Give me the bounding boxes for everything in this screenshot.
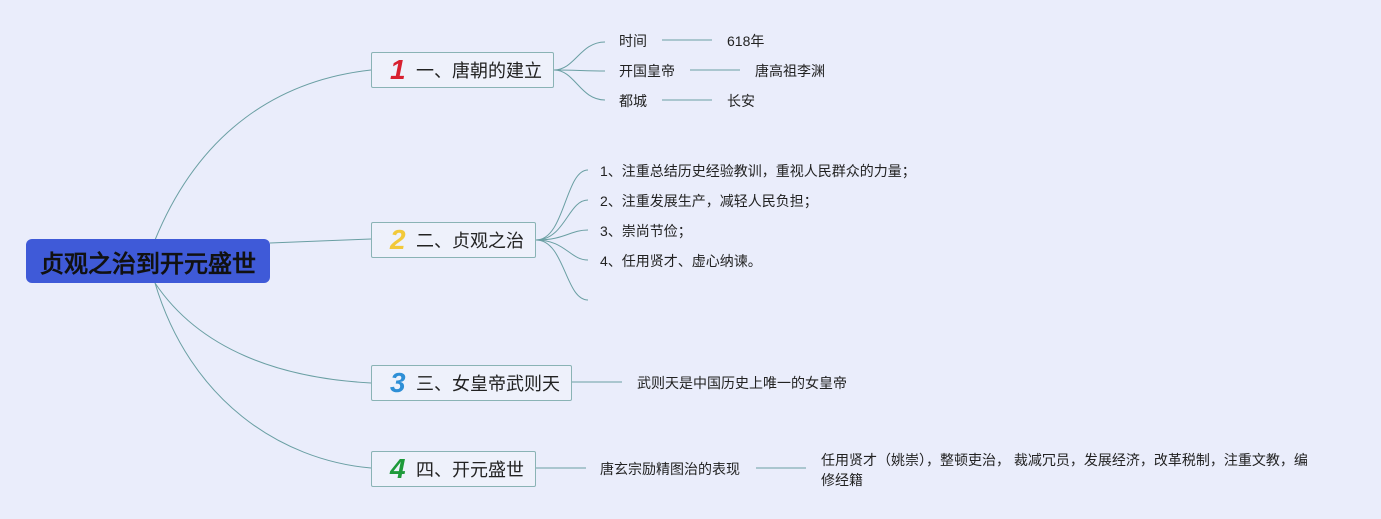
branch-1-item-1-value[interactable]: 618年 xyxy=(727,33,765,49)
link-root-branch-2 xyxy=(269,238,372,244)
root-topic[interactable]: 贞观之治到开元盛世 xyxy=(26,239,270,283)
branch-1-item-2-label[interactable]: 开国皇帝 xyxy=(619,63,675,79)
link-root-branch-4 xyxy=(154,282,372,469)
link-b2-item-2 xyxy=(535,199,589,241)
branch-4-item[interactable]: 唐玄宗励精图治的表现 xyxy=(600,461,740,477)
link-b2-item-5 xyxy=(535,239,589,301)
branch-2-item-2[interactable]: 2、注重发展生产，减轻人民负担； xyxy=(600,193,818,209)
number-3-icon: 3 xyxy=(390,367,406,398)
branch-1-topic[interactable]: 1 一、唐朝的建立 xyxy=(371,52,554,88)
root-topic-label: 贞观之治到开元盛世 xyxy=(40,250,256,278)
branch-3-item[interactable]: 武则天是中国历史上唯一的女皇帝 xyxy=(637,375,847,391)
number-1-icon: 1 xyxy=(390,54,406,85)
link-root-branch-1 xyxy=(154,69,372,241)
link-b1-item-2 xyxy=(553,69,606,72)
branch-2-topic[interactable]: 2 二、贞观之治 xyxy=(371,222,536,258)
branch-1-label: 一、唐朝的建立 xyxy=(416,61,542,81)
branch-3-label: 三、女皇帝武则天 xyxy=(416,374,560,394)
number-2-icon: 2 xyxy=(390,224,406,255)
branch-4-detail[interactable]: 任用贤才（姚崇），整顿吏治， 裁减冗员，发展经济，改革税制，注重文教，编修经籍 xyxy=(821,452,1308,488)
link-b2-item-1 xyxy=(535,169,589,241)
branch-2-item-1[interactable]: 1、注重总结历史经验教训，重视人民群众的力量； xyxy=(600,163,916,179)
branch-1-item-1-label[interactable]: 时间 xyxy=(619,33,647,49)
branch-2-item-4[interactable]: 4、任用贤才、虚心纳谏。 xyxy=(600,253,762,269)
branch-1-item-3-label[interactable]: 都城 xyxy=(619,93,647,109)
link-b1-item-3 xyxy=(553,69,606,101)
branch-2-label: 二、贞观之治 xyxy=(416,231,524,251)
link-root-branch-3 xyxy=(154,282,372,384)
branch-2-item-3[interactable]: 3、崇尚节俭； xyxy=(600,223,692,239)
branch-1-item-3-value[interactable]: 长安 xyxy=(727,93,755,109)
link-b1-item-1 xyxy=(553,41,606,71)
link-b2-item-4 xyxy=(535,239,589,261)
branch-3-topic[interactable]: 3 三、女皇帝武则天 xyxy=(371,365,572,401)
branch-4-topic[interactable]: 4 四、开元盛世 xyxy=(371,451,536,487)
number-4-icon: 4 xyxy=(390,453,406,484)
branch-1-item-2-value[interactable]: 唐高祖李渊 xyxy=(755,63,825,79)
branch-4-label: 四、开元盛世 xyxy=(416,460,524,480)
link-b2-item-3 xyxy=(535,229,589,241)
